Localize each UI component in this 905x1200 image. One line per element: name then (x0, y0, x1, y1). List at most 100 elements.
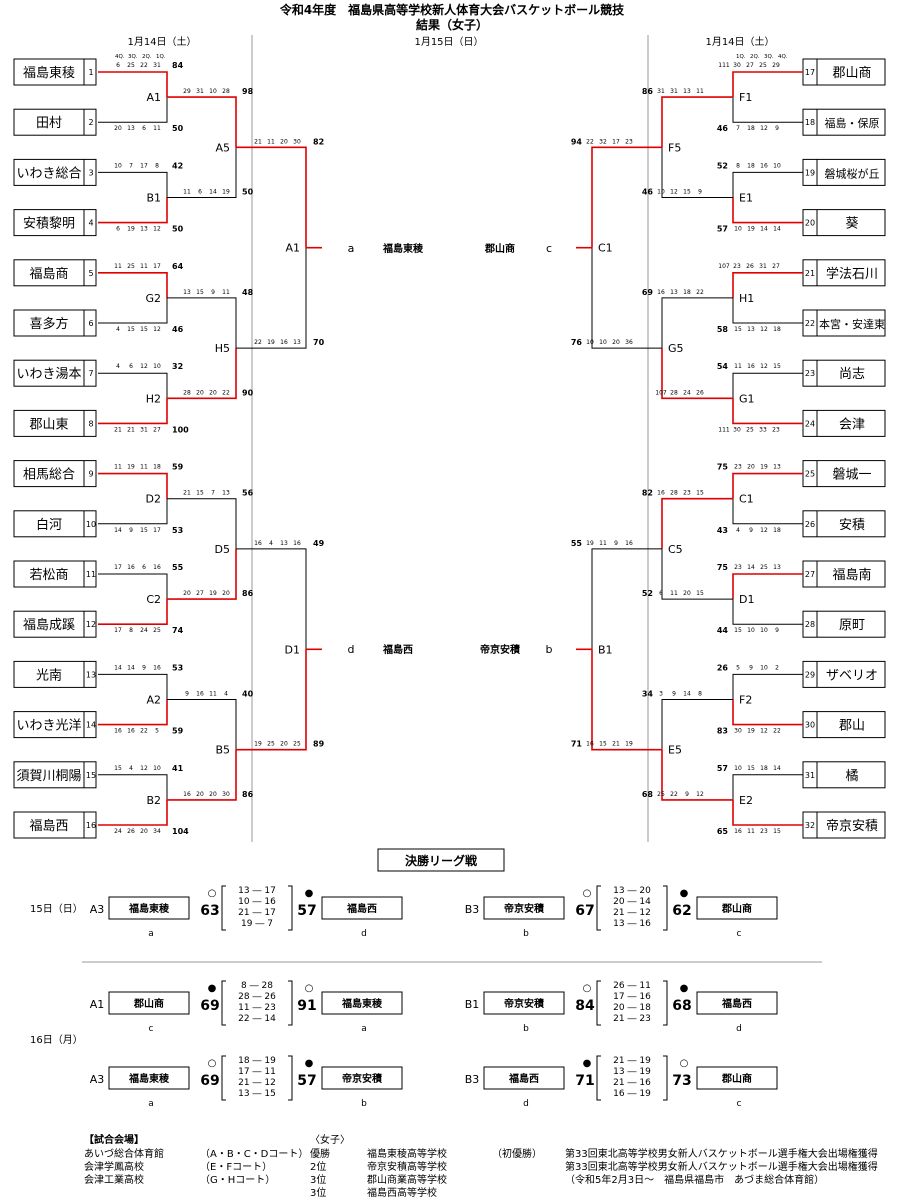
right-r1-line-bottom-7 (732, 799, 803, 826)
team-score-7-q4: 10 (153, 363, 161, 370)
team-total-20: 57 (717, 225, 728, 234)
right-r2-total-0: 94 (571, 137, 583, 146)
team-score-17-q3: 27 (746, 62, 754, 69)
team-total-7: 32 (172, 362, 183, 371)
right-r1-line-bottom-2 (732, 297, 803, 324)
team-score-29-q1: 5 (736, 664, 740, 671)
team-score-19-q2: 18 (747, 162, 755, 169)
league-r1c2-quarter-1: 13 ― 20 (613, 886, 651, 896)
team-score-11-q4: 16 (153, 564, 161, 571)
right-game-label-E1: E1 (739, 192, 753, 205)
team-score-22-q4: 18 (773, 326, 781, 333)
team-seed-12: 12 (86, 620, 96, 629)
team-score-3-q3: 17 (140, 162, 148, 169)
team-score-22-q1: 15 (734, 326, 742, 333)
result-qual-2: 第33回東北高等学校男女新人バスケットボール選手権大会出場権獲得 (565, 1160, 878, 1173)
right-r1-score-1-q2: 12 (670, 189, 678, 196)
right-r1-line-top-4 (732, 472, 803, 499)
result-qual-1: 第33回東北高等学校男女新人バスケットボール選手権大会出場権獲得 (565, 1147, 878, 1160)
team-box-left-3 (13, 158, 97, 186)
center-letter-b: b (546, 643, 553, 656)
team-score-29-q2: 9 (749, 664, 753, 671)
left-r2-total-2: 49 (313, 539, 325, 548)
team-name-3: いわき総合 (16, 166, 81, 181)
team-name-12: 福島成蹊 (23, 618, 75, 633)
league-r1c1-bracket-left (221, 885, 226, 931)
quarter-label-right-2q: 2Q. (750, 54, 760, 60)
left-r1-score-4-q2: 15 (196, 490, 204, 497)
league-r3c1-letter2: b (361, 1099, 367, 1109)
left-r1-score-6-q3: 11 (209, 691, 217, 698)
team-total-12: 74 (172, 626, 184, 635)
team-name-18: 福島・保原 (825, 116, 880, 130)
team-score-13-q3: 9 (142, 664, 146, 671)
right-r1-score-2-q4: 22 (696, 289, 704, 296)
right-r2-score-0-q1: 22 (586, 138, 594, 145)
team-score-27-q4: 13 (773, 564, 781, 571)
team-score-15-q1: 15 (114, 765, 122, 772)
team-score-19-q3: 16 (760, 162, 768, 169)
league-r3c2-team1: 福島西 (508, 1072, 539, 1085)
league-r3c2-court: B3 (465, 1073, 480, 1086)
league-r2c2-letter1: b (523, 1024, 529, 1034)
team-name-28: 原町 (839, 618, 865, 633)
league-r2c1-team1-box (108, 991, 190, 1015)
team-score-5-q1: 11 (114, 263, 122, 270)
team-score-19-q1: 8 (736, 162, 740, 169)
team-seed-10: 10 (86, 520, 96, 529)
right-r2-score-0-q2: 32 (599, 138, 607, 145)
right-game-label-H1: H1 (739, 292, 754, 305)
right-r1-score-0-q2: 31 (670, 88, 678, 95)
left-r1-line-bottom-4 (98, 498, 168, 525)
team-total-23: 54 (717, 362, 729, 371)
right-r2-score-1-q1: 10 (586, 339, 594, 346)
league-r2c2-letter2: d (736, 1024, 742, 1034)
team-seed-28: 28 (805, 620, 815, 629)
right-r1-line-bottom-6 (732, 699, 803, 726)
league-r1c1-court: A3 (90, 903, 105, 916)
right-r1-score-0-q4: 11 (696, 88, 704, 95)
team-total-30: 83 (717, 727, 728, 736)
team-seed-27: 27 (805, 570, 815, 579)
team-score-1-q4: 31 (153, 62, 161, 69)
team-total-15: 41 (172, 764, 184, 773)
team-box-left-11 (13, 560, 97, 588)
team-total-26: 43 (717, 526, 728, 535)
left-r1-score-1-q2: 6 (198, 189, 202, 196)
team-score-25-q4: 13 (773, 464, 781, 471)
team-name-20: 葵 (845, 217, 858, 232)
league-r2c1-score2: 91 (297, 998, 316, 1014)
right-r1-score-1-q1: 10 (657, 189, 665, 196)
team-score-23-q4: 15 (773, 363, 781, 370)
team-name-11: 若松商 (29, 567, 68, 583)
league-r2c1-quarter-4: 22 ― 14 (238, 1014, 276, 1024)
center-team-bottom-right: 帝京安積 (480, 643, 521, 656)
team-name-29: ザベリオ (826, 668, 878, 683)
left-r1-score-4-q1: 21 (183, 490, 191, 497)
right-r2-score-0-q4: 23 (625, 138, 633, 145)
team-box-left-5 (13, 259, 97, 287)
league-r2c2-mark1: ○ (583, 983, 592, 994)
left-r1-line-bottom-3 (98, 398, 168, 425)
center-matchups: a 福島東稜 郡山商 c d 福島西 帝京安積 b (348, 242, 553, 656)
right-game-label-D1: D1 (739, 593, 754, 606)
right-r2-line-7 (661, 749, 733, 801)
team-seed-19: 19 (805, 168, 815, 177)
team-score-10-q3: 15 (140, 527, 148, 534)
center-team-bottom-left: 福島西 (382, 643, 413, 656)
team-score-28-q4: 9 (775, 627, 779, 634)
team-score-24-q1: 111 (718, 426, 730, 433)
left-r1-score-0-q3: 10 (209, 88, 217, 95)
team-score-15-q2: 4 (129, 765, 133, 772)
team-score-15-q3: 12 (140, 765, 148, 772)
team-score-30-q4: 22 (773, 728, 781, 735)
result-note-1: （初優勝） (492, 1147, 542, 1160)
team-seed-25: 25 (805, 470, 815, 479)
team-name-8: 郡山東 (29, 416, 68, 432)
quarter-label-right-1q: 1Q. (736, 54, 746, 60)
league-r1c2-bracket-right (663, 885, 668, 931)
right-r1-score-5-q3: 20 (683, 590, 691, 597)
team-score-30-q2: 19 (747, 728, 755, 735)
team-score-27-q2: 14 (747, 564, 755, 571)
